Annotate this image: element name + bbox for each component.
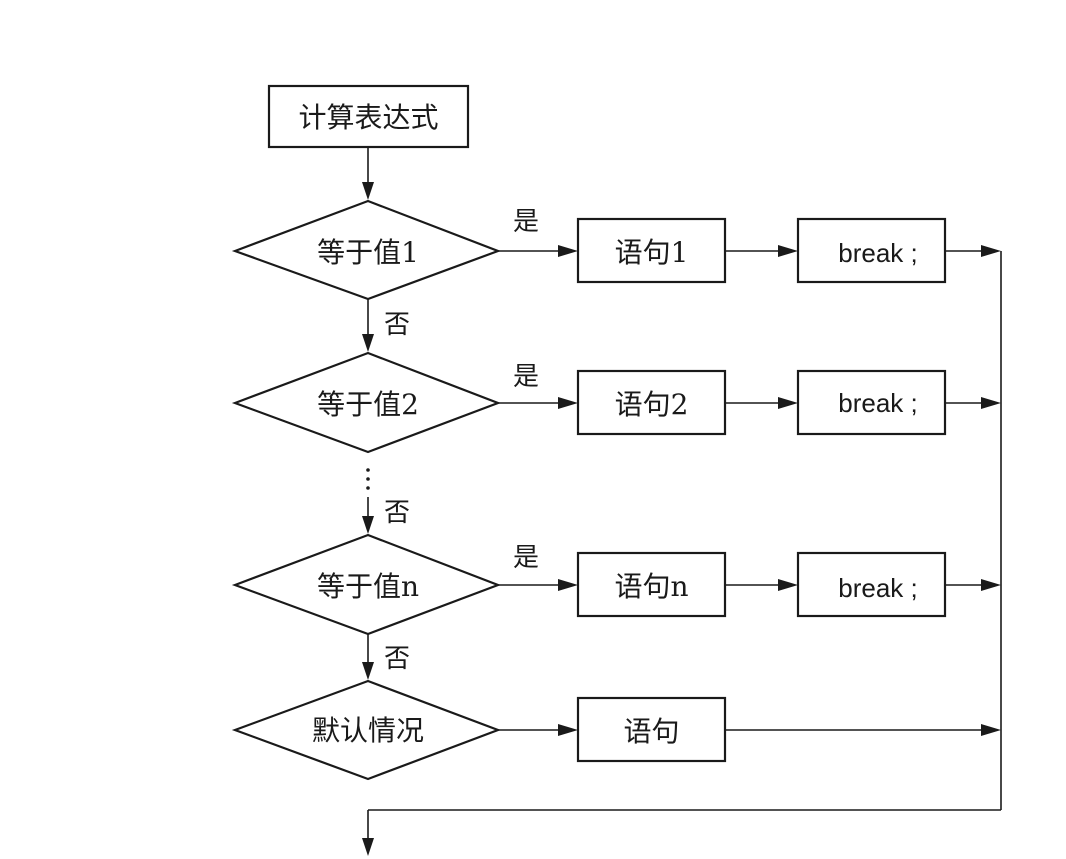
condition-2-label: 等于值2 xyxy=(317,388,419,421)
condition-2-no-label: 否 xyxy=(384,498,410,528)
default-case: 默认情况 xyxy=(231,679,502,781)
condition-2: 等于值2 xyxy=(231,351,502,454)
arrowhead-ellipsis-to-condn xyxy=(362,516,374,534)
default-statement-label: 语句 xyxy=(623,715,679,748)
default-case-label: 默认情况 xyxy=(312,714,424,747)
statement-n-label: 语句n xyxy=(614,570,688,603)
condition-2-yes-label: 是 xyxy=(513,362,539,392)
start-box: 计算表达式 xyxy=(267,84,470,149)
condition-n-yes-label: 是 xyxy=(513,543,539,573)
break-1-label: break ; xyxy=(838,238,918,268)
break-n-box: break ; xyxy=(796,551,947,618)
arrowhead-cond2-to-statement2 xyxy=(558,397,578,409)
arrowhead-condn-to-default xyxy=(362,662,374,680)
arrowhead-statement2-to-break2 xyxy=(778,397,798,409)
condition-n-no-label: 否 xyxy=(384,644,410,674)
condition-1-yes-label: 是 xyxy=(513,207,539,237)
default-statement-box: 语句 xyxy=(576,696,727,763)
statement-2-label: 语句2 xyxy=(615,388,689,421)
condition-1-label: 等于值1 xyxy=(317,236,419,269)
condition-n: 等于值n xyxy=(231,533,502,636)
arrowhead-cond1-to-statement1 xyxy=(558,245,578,257)
arrowhead-breakn-to-exit xyxy=(981,579,1001,591)
statement-n-box: 语句n xyxy=(576,551,727,618)
ellipsis-dots xyxy=(366,468,370,490)
condition-n-label: 等于值n xyxy=(317,570,419,603)
condition-1-no-label: 否 xyxy=(384,310,410,340)
arrowhead-break1-to-exit xyxy=(981,245,1001,257)
exit-arrowhead xyxy=(362,838,374,856)
arrowhead-statement1-to-break1 xyxy=(778,245,798,257)
statement-1-box: 语句1 xyxy=(576,217,727,284)
break-2-box: break ; xyxy=(796,369,947,436)
start-label: 计算表达式 xyxy=(298,101,438,134)
break-2-label: break ; xyxy=(838,388,918,418)
break-1-box: break ; xyxy=(796,217,947,284)
arrowhead-condn-to-statementn xyxy=(558,579,578,591)
arrowhead-default-statement-to-exit xyxy=(981,724,1001,736)
condition-1: 等于值1 xyxy=(231,199,502,301)
arrowhead-start-to-cond1 xyxy=(362,182,374,200)
statement-2-box: 语句2 xyxy=(576,369,727,436)
arrowhead-cond1-to-cond2 xyxy=(362,334,374,352)
statement-1-label: 语句1 xyxy=(615,236,689,269)
arrowhead-default-to-statement xyxy=(558,724,578,736)
arrowhead-break2-to-exit xyxy=(981,397,1001,409)
break-n-label: break ; xyxy=(838,573,918,603)
arrowhead-statementn-to-breakn xyxy=(778,579,798,591)
